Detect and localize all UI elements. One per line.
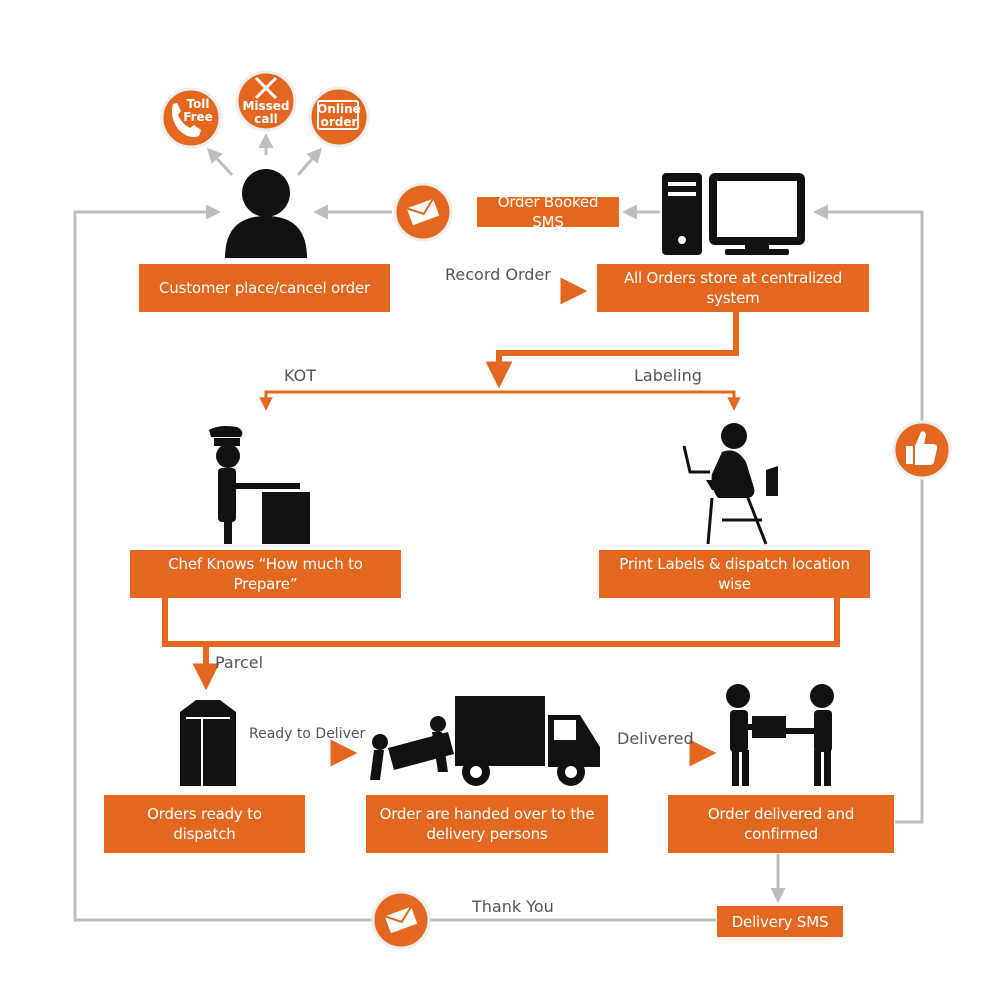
envelope-icon xyxy=(406,198,440,226)
central-system-box: All Orders store at centralized system xyxy=(597,264,869,312)
delivery-truck-icon xyxy=(370,696,600,786)
handover-icon xyxy=(726,684,834,786)
labeling-label: Labeling xyxy=(634,366,702,385)
orders-ready-box: Orders ready to dispatch xyxy=(104,795,305,853)
gray-connectors xyxy=(73,133,924,922)
chef-icon xyxy=(209,426,310,544)
parcel-label: Parcel xyxy=(215,653,264,672)
parcel-icon xyxy=(180,700,236,786)
ready-to-deliver-label: Ready to Deliver xyxy=(249,726,366,742)
order-delivered-box: Order delivered and confirmed xyxy=(668,795,894,853)
missed-call-label[interactable]: Missed call xyxy=(240,100,292,126)
print-labels-box: Print Labels & dispatch location wise xyxy=(599,550,870,598)
handed-over-box: Order are handed over to the delivery pe… xyxy=(366,795,608,853)
person-icon xyxy=(225,169,307,258)
orange-connectors xyxy=(162,277,840,767)
merge-line xyxy=(162,598,840,647)
online-order-line1: Online xyxy=(317,102,361,116)
phone-icon xyxy=(171,103,201,138)
envelope-circle-top xyxy=(393,182,453,242)
person-at-laptop-icon xyxy=(682,423,778,545)
confirm-loop-line xyxy=(813,204,924,824)
record-order-label: Record Order xyxy=(445,265,551,284)
channel-circles xyxy=(160,70,370,149)
computer-icon xyxy=(662,173,805,255)
order-booked-sms-box: Order Booked SMS xyxy=(477,193,619,231)
missed-call-circle xyxy=(235,70,297,132)
thumbs-up-icon xyxy=(906,431,938,465)
toll-free-label[interactable]: Toll Free xyxy=(178,98,218,124)
envelope-icon xyxy=(384,906,418,934)
thumbs-up-circle xyxy=(892,420,952,480)
kot-labeling-branch xyxy=(264,390,741,411)
online-order-line2: order xyxy=(320,115,358,129)
envelope-circle-bottom xyxy=(371,890,431,950)
central-down-line xyxy=(485,312,739,389)
delivery-sms-box: Delivery SMS xyxy=(717,906,843,937)
delivered-label: Delivered xyxy=(617,729,694,748)
arrow-to-online-order xyxy=(296,147,322,176)
online-order-label[interactable]: Online order xyxy=(315,103,363,129)
chef-box: Chef Knows “How much to Prepare” xyxy=(130,550,401,598)
online-order-circle xyxy=(308,86,370,148)
kot-label: KOT xyxy=(284,366,316,385)
thank-you-label: Thank You xyxy=(472,897,554,916)
customer-order-box: Customer place/cancel order xyxy=(139,264,390,312)
missed-call-line1: Missed xyxy=(242,99,290,113)
thank-you-loop-line xyxy=(73,204,390,922)
arrow-to-toll-free xyxy=(206,147,234,177)
monitor-icon xyxy=(317,100,359,130)
toll-free-line1: Toll xyxy=(186,97,210,111)
toll-free-line2: Free xyxy=(183,110,213,124)
missed-call-line2: call xyxy=(254,112,278,126)
missed-call-icon xyxy=(254,76,278,100)
